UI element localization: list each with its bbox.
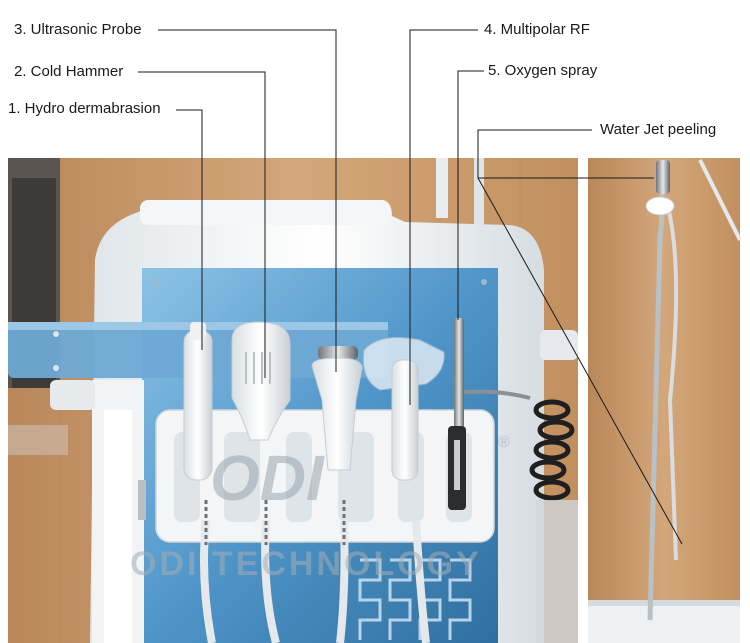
side-photo-panel [588,158,742,643]
label-hydro-dermabrasion: 1. Hydro dermabrasion [8,100,161,117]
watermark-logo: ODI [210,442,325,514]
label-water-jet-peeling: Water Jet peeling [600,121,717,138]
leader-lines [138,29,683,545]
label-oxygen-spray: 5. Oxygen spray [488,62,598,79]
watermark-registered: ® [498,434,510,451]
watermark: ODI ® ODI TECHNOLOGY [130,434,510,583]
main-photo-panel [8,158,578,643]
label-cold-hammer: 2. Cold Hammer [14,63,124,80]
label-ultrasonic-probe: 3. Ultrasonic Probe [14,21,142,38]
watermark-company: ODI TECHNOLOGY [130,545,482,583]
label-multipolar-rf: 4. Multipolar RF [484,21,590,38]
